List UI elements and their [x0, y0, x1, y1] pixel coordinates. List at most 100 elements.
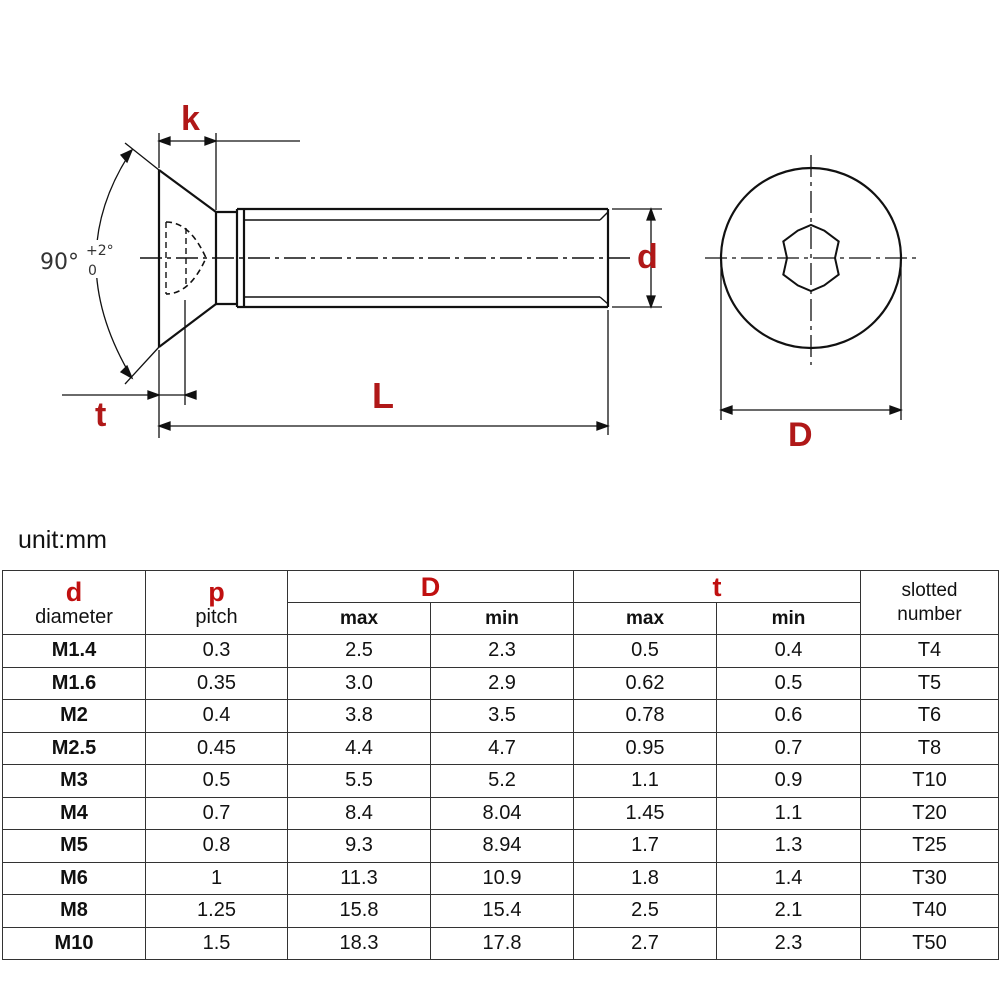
header-p-symbol: p: [208, 576, 225, 607]
cell-D-max: 2.5: [287, 634, 431, 668]
table-row: M10 1.5 18.3 17.8 2.7 2.3 T50: [2, 926, 999, 960]
cell-slotted: T5: [860, 666, 999, 700]
cell-t-min: 0.9: [716, 764, 861, 798]
header-slotted-line2: number: [897, 603, 962, 625]
header-D-max: max: [287, 602, 431, 635]
cell-size: M10: [2, 926, 146, 960]
cell-size: M1.6: [2, 666, 146, 700]
cell-t-max: 0.78: [573, 699, 717, 733]
cell-t-min: 2.3: [716, 926, 861, 960]
cell-t-max: 2.5: [573, 894, 717, 928]
cell-pitch: 0.3: [145, 634, 288, 668]
cell-t-max: 0.5: [573, 634, 717, 668]
screw-end-view: [705, 155, 918, 365]
cell-t-max: 1.1: [573, 764, 717, 798]
cell-D-max: 5.5: [287, 764, 431, 798]
cell-size: M4: [2, 796, 146, 830]
cell-t-max: 1.8: [573, 861, 717, 895]
spec-table: d diameter p pitch D t slotted number ma…: [2, 570, 999, 960]
t-dimension: [62, 300, 197, 405]
table-row: M1.4 0.3 2.5 2.3 0.5 0.4 T4: [2, 634, 999, 668]
cell-pitch: 1.5: [145, 926, 288, 960]
table-row: M1.6 0.35 3.0 2.9 0.62 0.5 T5: [2, 666, 999, 700]
header-D-symbol: D: [420, 571, 441, 602]
header-d: d diameter: [2, 570, 146, 635]
cell-size: M3: [2, 764, 146, 798]
cell-D-min: 15.4: [430, 894, 574, 928]
cell-D-min: 2.3: [430, 634, 574, 668]
cell-D-min: 2.9: [430, 666, 574, 700]
cell-slotted: T20: [860, 796, 999, 830]
cell-D-max: 3.8: [287, 699, 431, 733]
angle-arc: [95, 142, 160, 385]
k-label: k: [181, 100, 200, 138]
cell-size: M6: [2, 861, 146, 895]
header-p-text: pitch: [195, 605, 238, 628]
cell-D-max: 15.8: [287, 894, 431, 928]
D-dimension: [719, 262, 903, 420]
cell-slotted: T30: [860, 861, 999, 895]
cell-D-min: 3.5: [430, 699, 574, 733]
cell-slotted: T8: [860, 731, 999, 765]
cell-size: M1.4: [2, 634, 146, 668]
cell-slotted: T4: [860, 634, 999, 668]
cell-t-min: 0.5: [716, 666, 861, 700]
cell-t-min: 0.7: [716, 731, 861, 765]
header-D-min: min: [430, 602, 574, 635]
k-dimension: [157, 133, 300, 210]
cell-D-max: 3.0: [287, 666, 431, 700]
cell-t-max: 2.7: [573, 926, 717, 960]
cell-D-max: 9.3: [287, 829, 431, 863]
L-label: L: [372, 375, 394, 416]
cell-D-min: 10.9: [430, 861, 574, 895]
cell-pitch: 1: [145, 861, 288, 895]
angle-tolerance-minus: 0: [88, 263, 97, 279]
d-dimension: [612, 207, 662, 309]
angle-tolerance-plus: +2°: [86, 243, 114, 259]
cell-D-min: 5.2: [430, 764, 574, 798]
cell-D-min: 17.8: [430, 926, 574, 960]
cell-D-min: 8.04: [430, 796, 574, 830]
d-label: d: [637, 238, 658, 276]
header-slotted-line1: slotted: [901, 579, 958, 601]
cell-pitch: 0.45: [145, 731, 288, 765]
cell-t-max: 0.62: [573, 666, 717, 700]
cell-D-min: 8.94: [430, 829, 574, 863]
cell-D-max: 18.3: [287, 926, 431, 960]
header-t-symbol: t: [712, 571, 722, 602]
L-dimension: [157, 310, 610, 438]
header-t-min: min: [716, 602, 861, 635]
table-row: M5 0.8 9.3 8.94 1.7 1.3 T25: [2, 829, 999, 863]
header-t: t: [573, 570, 861, 603]
table-row: M6 1 11.3 10.9 1.8 1.4 T30: [2, 861, 999, 895]
cell-pitch: 0.7: [145, 796, 288, 830]
cell-pitch: 0.35: [145, 666, 288, 700]
cell-slotted: T50: [860, 926, 999, 960]
t-label: t: [95, 396, 106, 434]
cell-size: M2: [2, 699, 146, 733]
cell-slotted: T6: [860, 699, 999, 733]
cell-t-min: 0.4: [716, 634, 861, 668]
angle-label: 90°: [40, 250, 79, 275]
table-row: M4 0.7 8.4 8.04 1.45 1.1 T20: [2, 796, 999, 830]
header-d-symbol: d: [65, 576, 83, 607]
cell-slotted: T10: [860, 764, 999, 798]
header-D: D: [287, 570, 574, 603]
cell-D-min: 4.7: [430, 731, 574, 765]
cell-pitch: 0.4: [145, 699, 288, 733]
cell-D-max: 8.4: [287, 796, 431, 830]
unit-label: unit:mm: [18, 526, 107, 554]
table-row: M8 1.25 15.8 15.4 2.5 2.1 T40: [2, 894, 999, 928]
cell-t-min: 1.1: [716, 796, 861, 830]
cell-t-max: 0.95: [573, 731, 717, 765]
cell-D-max: 4.4: [287, 731, 431, 765]
cell-pitch: 0.5: [145, 764, 288, 798]
table-row: M3 0.5 5.5 5.2 1.1 0.9 T10: [2, 764, 999, 798]
header-d-text: diameter: [35, 605, 113, 628]
cell-slotted: T25: [860, 829, 999, 863]
cell-t-min: 1.3: [716, 829, 861, 863]
header-slotted: slotted number: [860, 570, 999, 635]
cell-pitch: 0.8: [145, 829, 288, 863]
header-t-max: max: [573, 602, 717, 635]
cell-size: M2.5: [2, 731, 146, 765]
